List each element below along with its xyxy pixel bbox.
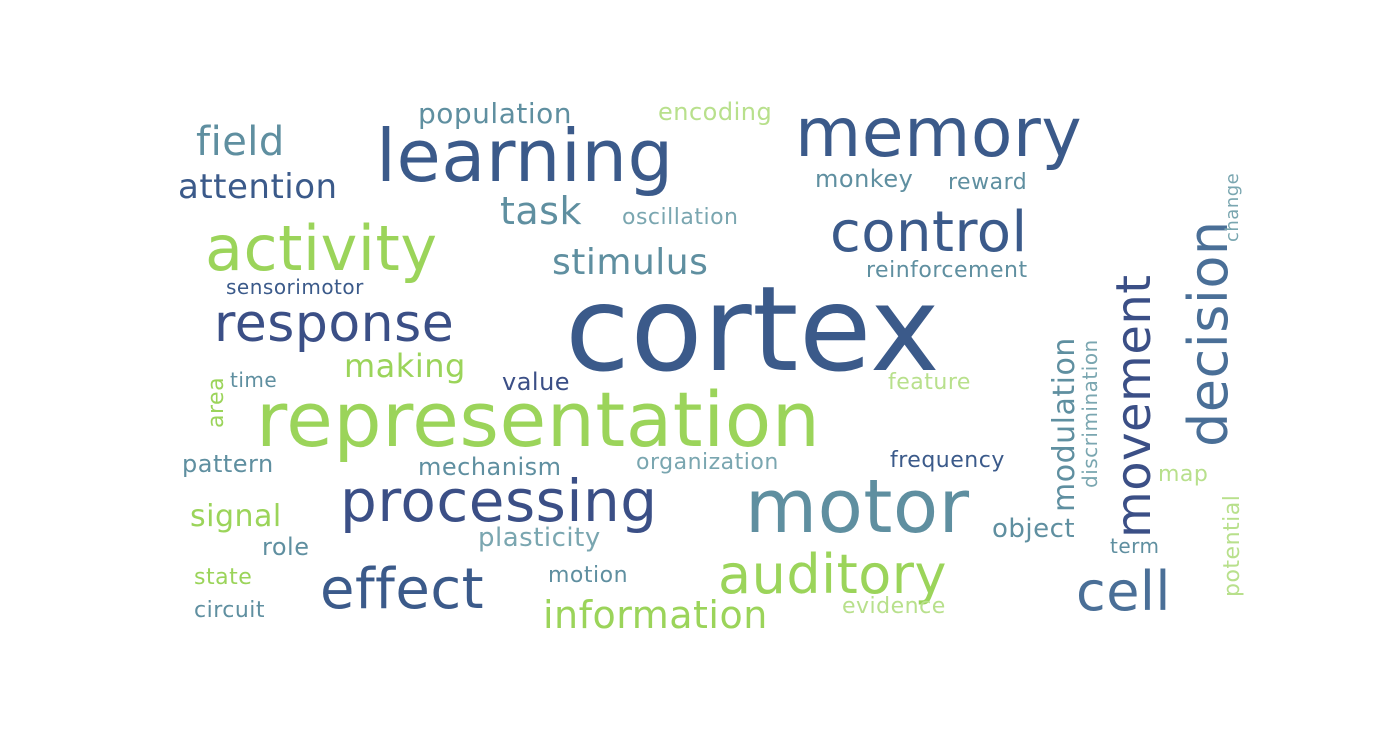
word-representation: representation: [256, 375, 821, 464]
word-feature: feature: [888, 370, 971, 395]
word-learning: learning: [376, 114, 674, 198]
word-cell: cell: [1076, 560, 1171, 623]
word-cortex: cortex: [565, 260, 941, 398]
word-discrimination: discrimination: [1078, 339, 1102, 488]
word-making: making: [344, 347, 466, 385]
word-auditory: auditory: [718, 543, 947, 606]
word-modulation: modulation: [1047, 337, 1082, 512]
word-sensorimotor: sensorimotor: [226, 275, 364, 299]
word-organization: organization: [636, 450, 779, 475]
word-time: time: [230, 368, 278, 392]
word-potential: potential: [1220, 494, 1245, 597]
word-signal: signal: [190, 499, 282, 534]
word-map: map: [1158, 462, 1209, 487]
word-movement: movement: [1106, 274, 1162, 538]
word-reward: reward: [948, 170, 1028, 195]
word-effect: effect: [320, 557, 485, 622]
word-role: role: [262, 533, 310, 561]
word-memory: memory: [795, 94, 1083, 173]
word-field: field: [196, 119, 285, 165]
word-control: control: [830, 200, 1028, 265]
word-motor: motor: [745, 464, 970, 550]
word-encoding: encoding: [658, 98, 773, 126]
word-monkey: monkey: [815, 165, 914, 193]
word-value: value: [502, 368, 571, 396]
word-motion: motion: [548, 563, 629, 588]
word-decision: decision: [1177, 220, 1240, 447]
word-reinforcement: reinforcement: [866, 258, 1028, 283]
word-frequency: frequency: [890, 448, 1005, 473]
word-processing: processing: [340, 467, 658, 535]
word-state: state: [194, 565, 253, 590]
word-circuit: circuit: [194, 598, 266, 623]
word-evidence: evidence: [842, 594, 946, 619]
word-attention: attention: [178, 167, 338, 207]
word-activity: activity: [205, 212, 438, 285]
word-change: change: [1222, 172, 1243, 242]
word-pattern: pattern: [182, 450, 274, 478]
word-response: response: [214, 294, 455, 354]
word-stimulus: stimulus: [552, 242, 709, 283]
word-population: population: [418, 97, 572, 130]
word-task: task: [500, 189, 582, 233]
word-object: object: [992, 514, 1076, 544]
word-oscillation: oscillation: [622, 205, 739, 230]
word-plasticity: plasticity: [478, 523, 601, 553]
word-term: term: [1110, 534, 1160, 558]
word-information: information: [543, 593, 768, 637]
word-mechanism: mechanism: [418, 453, 562, 481]
word-area: area: [204, 376, 229, 428]
